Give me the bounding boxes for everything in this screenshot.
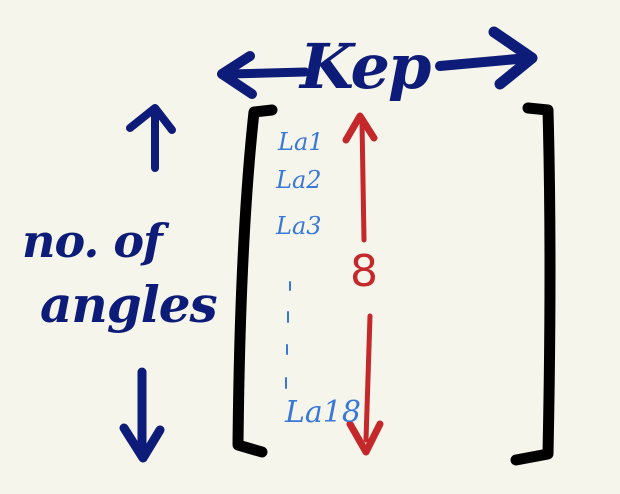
side-label-line2: angles [40,275,218,334]
side-label-line1: no. of [22,214,163,268]
row-count-arrow-up [342,112,378,243]
header-label: Kep [300,30,431,103]
height-arrow-down [119,367,165,463]
width-arrow-right [435,26,538,90]
matrix-row-3: La3 [276,212,322,240]
width-arrow-left [217,51,310,99]
row-count-arrow-down [346,313,384,456]
row-count-label: 8 [350,246,378,297]
matrix-row-1: La1 [278,128,324,156]
matrix-row-18: La18 [285,395,361,430]
height-arrow-up [126,104,176,172]
left-bracket [232,104,278,458]
right-bracket [510,102,556,466]
ellipsis-dots [285,281,291,389]
matrix-row-2: La2 [276,166,322,194]
